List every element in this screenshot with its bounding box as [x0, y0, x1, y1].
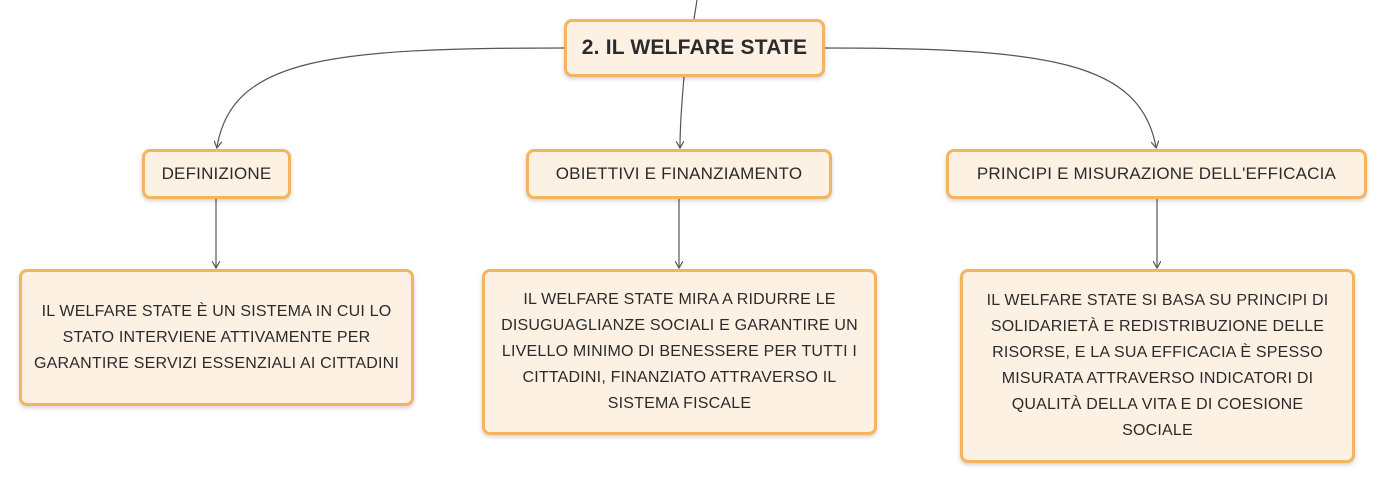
connector-parent-to-root	[693, 0, 698, 20]
branch-node-label: PRINCIPI E MISURAZIONE DELL'EFFICACIA	[976, 164, 1337, 183]
detail-node-definizione[interactable]: IL WELFARE STATE È UN SISTEMA IN CUI LO …	[19, 269, 414, 406]
branch-node-definizione[interactable]: DEFINIZIONE	[142, 149, 291, 199]
root-node-label: 2. IL WELFARE STATE	[581, 36, 808, 59]
connector-root-to-definizione	[217, 47, 565, 147]
root-node[interactable]: 2. IL WELFARE STATE	[564, 19, 825, 77]
connector-root-to-principi	[824, 47, 1156, 147]
detail-node-text: IL WELFARE STATE È UN SISTEMA IN CUI LO …	[34, 302, 400, 372]
branch-node-label: OBIETTIVI E FINANZIAMENTO	[555, 164, 803, 183]
detail-node-principi[interactable]: IL WELFARE STATE SI BASA SU PRINCIPI DI …	[960, 269, 1355, 463]
connector-root-to-obiettivi	[680, 76, 685, 147]
detail-node-text: IL WELFARE STATE MIRA A RIDURRE LE DISUG…	[501, 291, 858, 412]
branch-node-obiettivi[interactable]: OBIETTIVI E FINANZIAMENTO	[526, 149, 832, 199]
detail-node-text: IL WELFARE STATE SI BASA SU PRINCIPI DI …	[986, 292, 1329, 439]
branch-node-label: DEFINIZIONE	[161, 164, 272, 183]
detail-node-obiettivi[interactable]: IL WELFARE STATE MIRA A RIDURRE LE DISUG…	[482, 269, 877, 435]
branch-node-principi[interactable]: PRINCIPI E MISURAZIONE DELL'EFFICACIA	[946, 149, 1367, 199]
